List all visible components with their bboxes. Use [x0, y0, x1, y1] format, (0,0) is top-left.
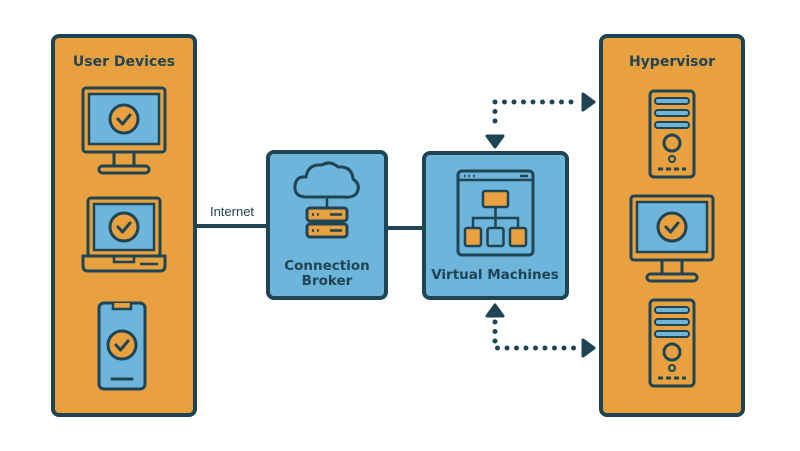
hypervisor-title: Hypervisor	[629, 54, 715, 70]
broker-label-line2: Broker	[302, 273, 353, 289]
connection-broker-node: Connection Broker	[266, 150, 388, 300]
arrow-up-icon	[485, 303, 505, 318]
hypervisor-panel: Hypervisor	[599, 34, 745, 417]
internet-label: Internet	[210, 204, 254, 219]
server-tower-icon	[648, 298, 696, 388]
arrow-right-icon	[581, 92, 596, 112]
arrow-right-icon	[581, 338, 596, 358]
broker-label-line1: Connection	[284, 258, 370, 274]
vm-hypervisor-top-link	[485, 92, 596, 149]
arrow-down-icon	[485, 134, 505, 149]
cloud-server-icon	[293, 161, 360, 239]
app-hierarchy-icon	[456, 169, 535, 257]
laptop-check-icon	[81, 196, 167, 273]
user-devices-title: User Devices	[73, 54, 175, 70]
server-tower-icon	[648, 89, 696, 179]
phone-check-icon	[97, 301, 147, 391]
vm-label: Virtual Machines	[431, 267, 559, 283]
vm-hypervisor-bottom-link	[485, 303, 596, 358]
user-devices-panel: User Devices	[51, 34, 197, 417]
virtual-machines-node: Virtual Machines	[422, 151, 569, 300]
